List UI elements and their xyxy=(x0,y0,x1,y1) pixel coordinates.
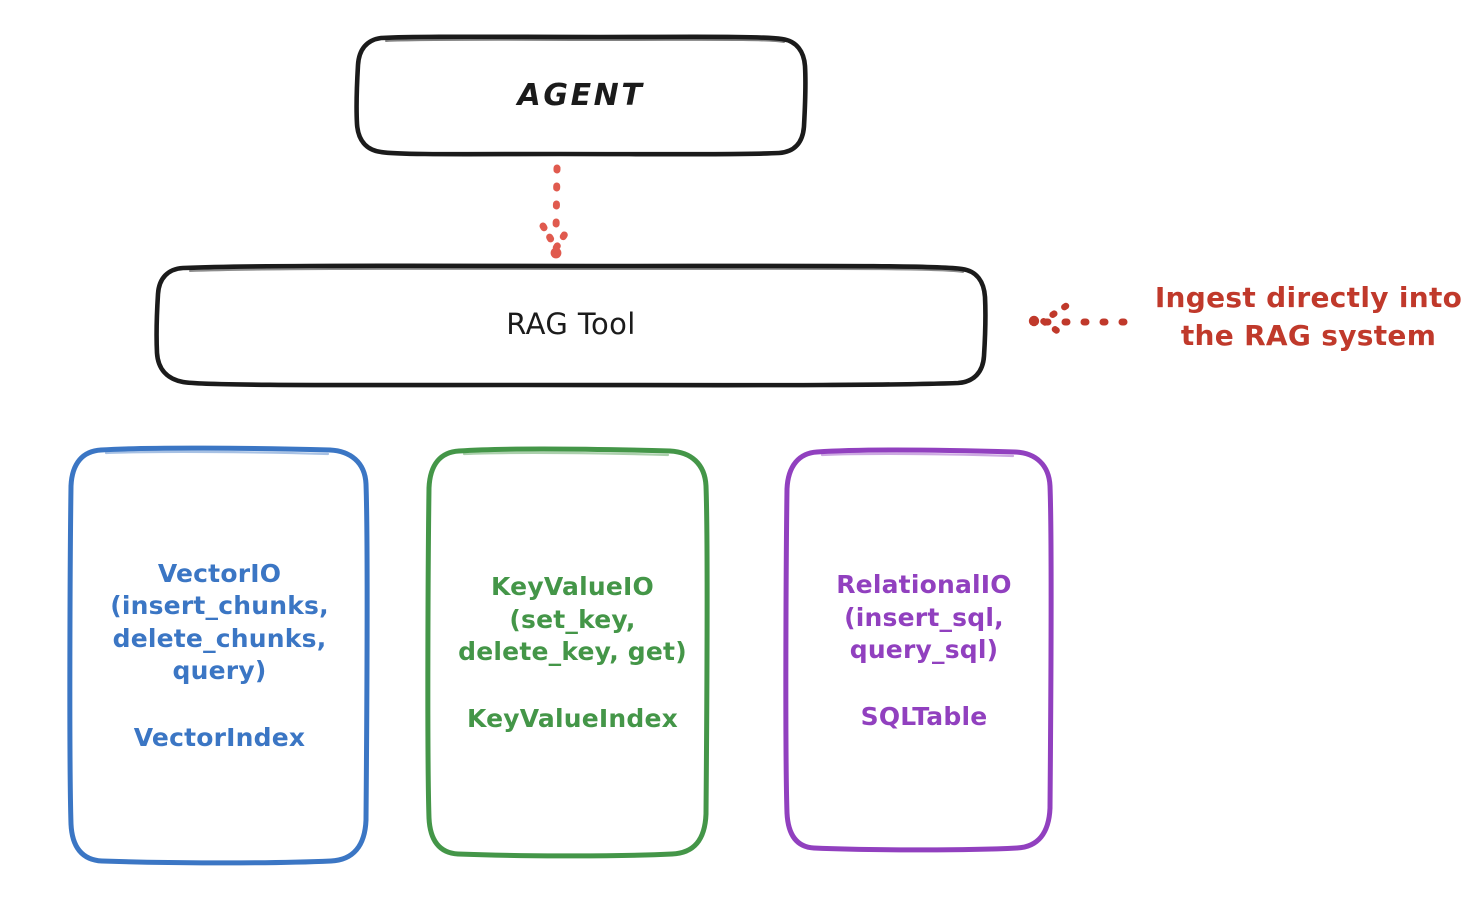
agent-to-rag-tool-arrow xyxy=(539,164,574,259)
relational-io-box[interactable] xyxy=(783,447,1054,853)
key-value-io-box[interactable] xyxy=(425,446,710,859)
ingest-to-rag-tool-arrow xyxy=(1028,302,1128,341)
agent-box[interactable] xyxy=(354,34,808,157)
vector-io-box[interactable] xyxy=(67,445,370,866)
rag-tool-box[interactable] xyxy=(154,263,988,388)
